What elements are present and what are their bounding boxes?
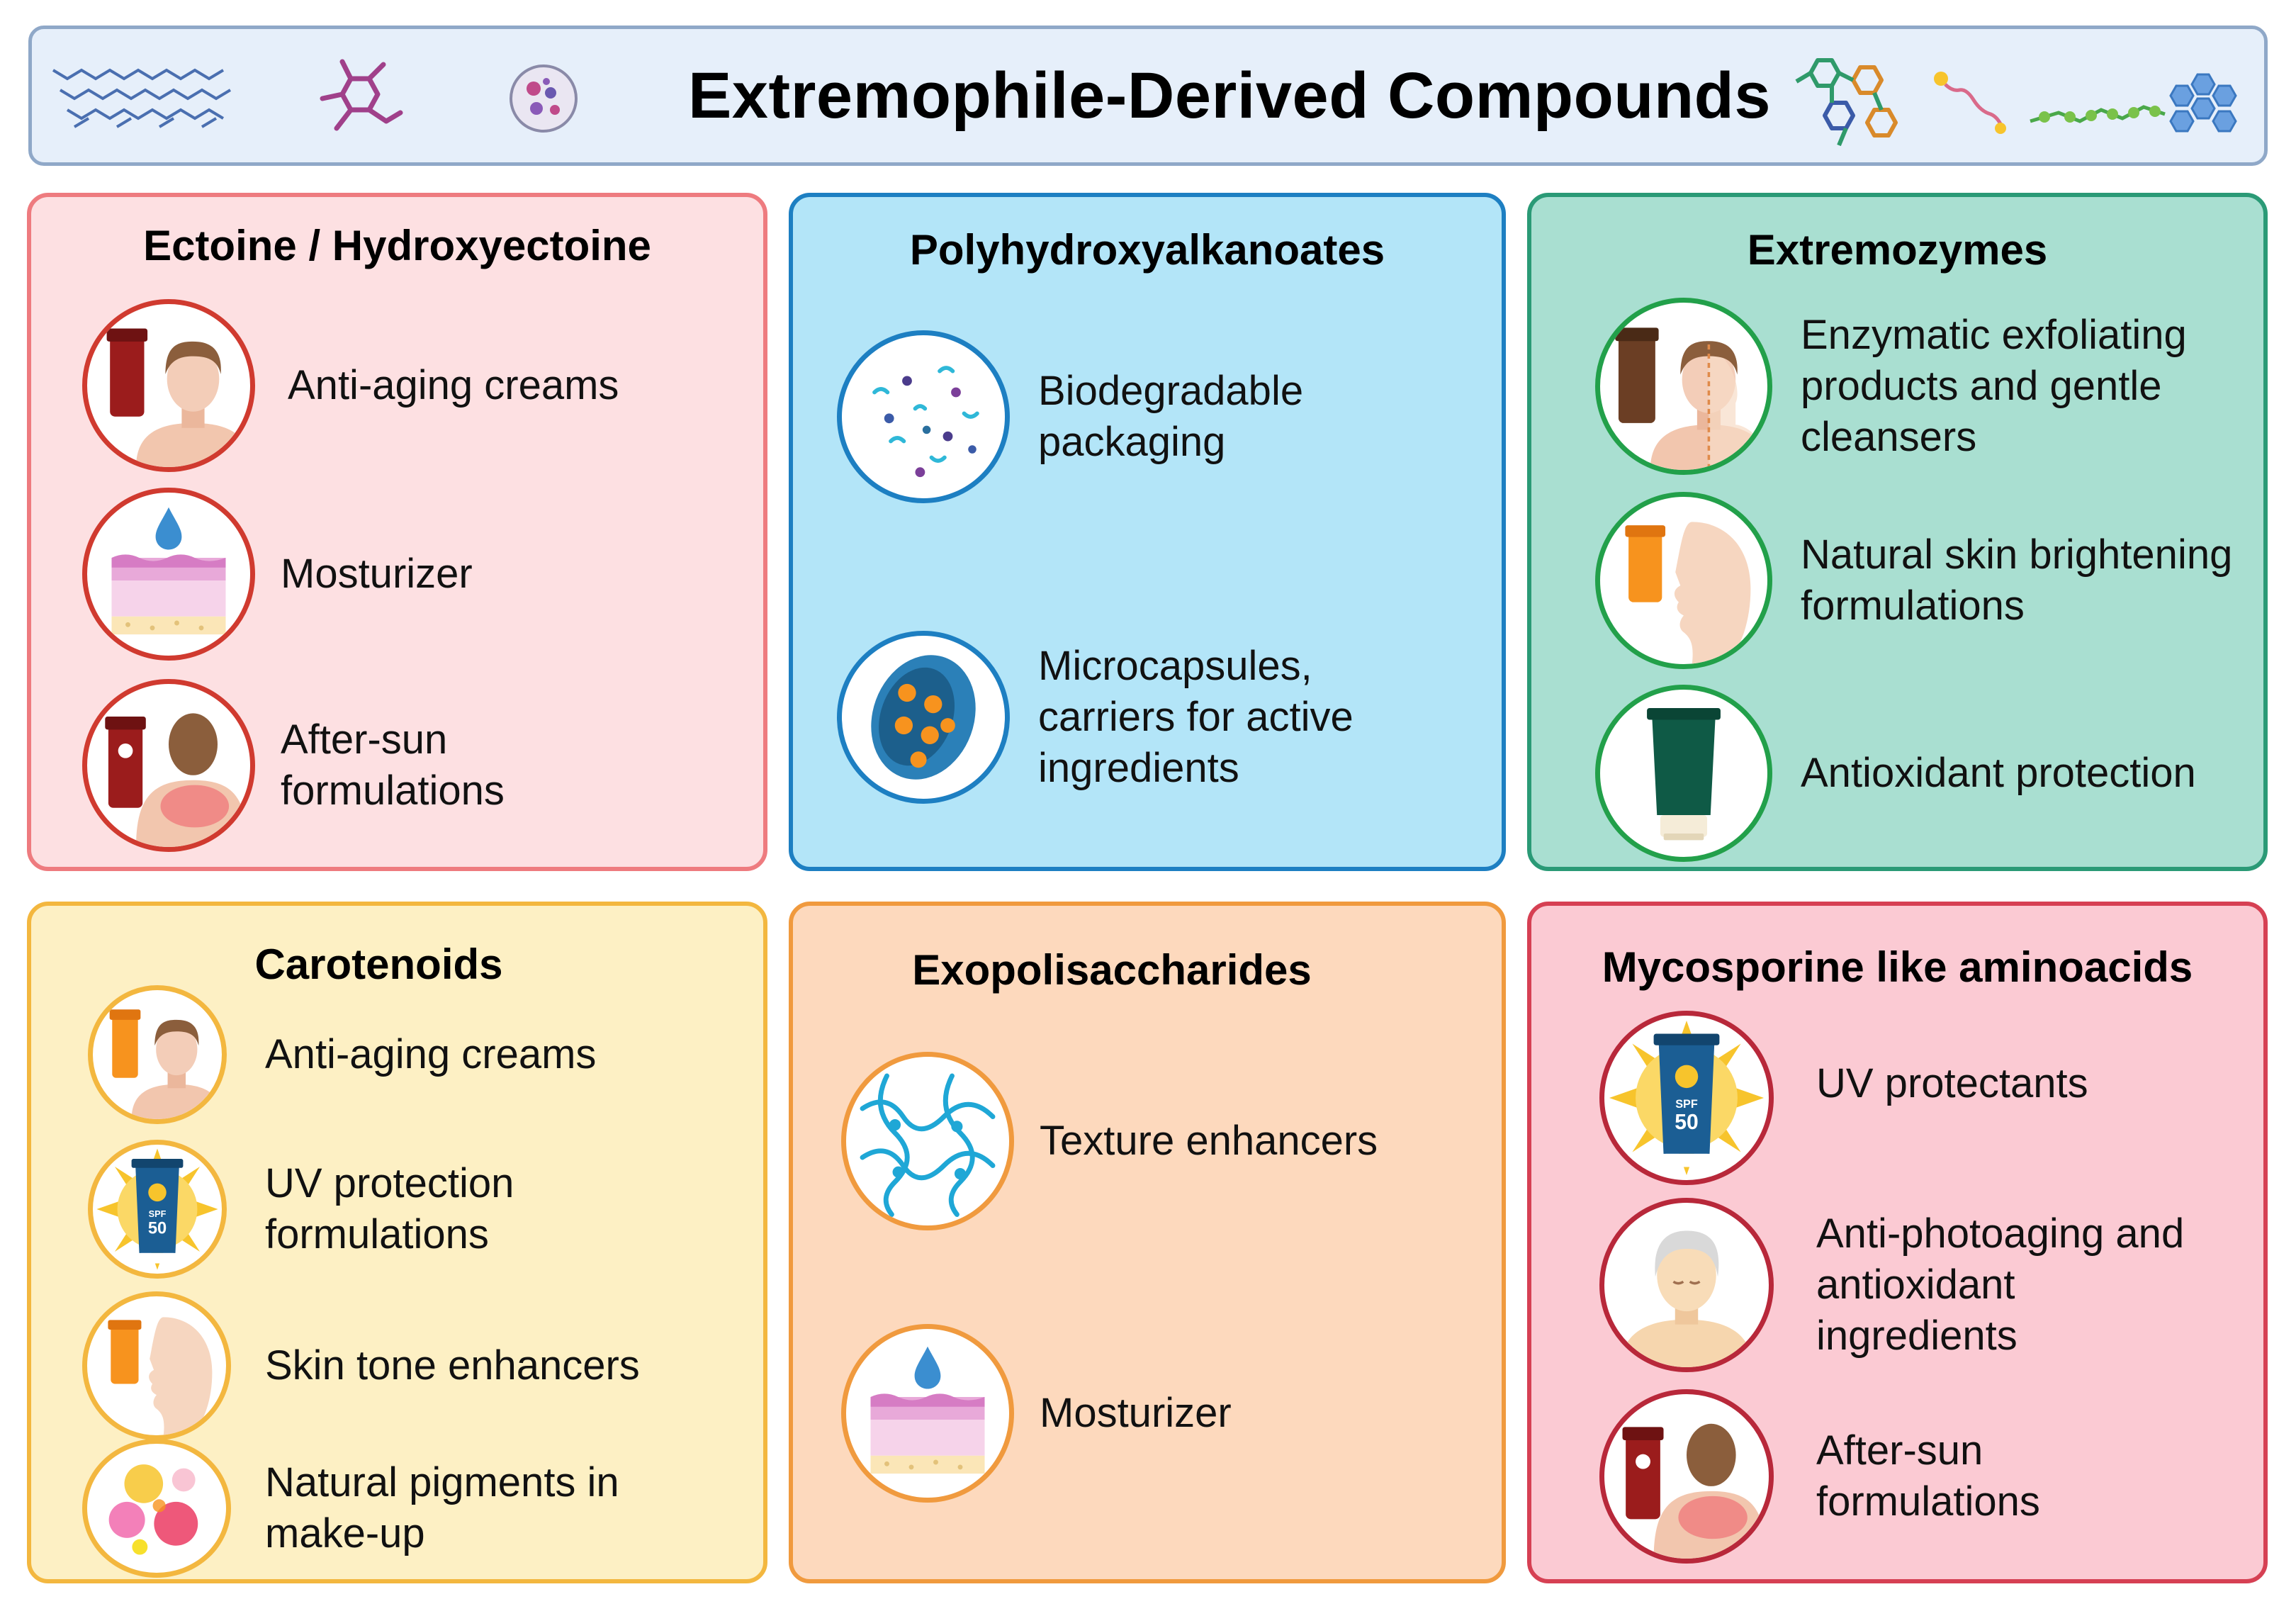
- list-item: Enzymatic exfoliating products and gentl…: [1595, 298, 2187, 475]
- sunburned-back-icon: [82, 679, 255, 852]
- sunburned-back-icon: [1599, 1389, 1774, 1564]
- sunscreen-spf50-icon: [88, 1140, 227, 1279]
- color-pigments-icon: [82, 1439, 231, 1578]
- panel-exopolisaccharides: Exopolisaccharides Texture enhancers Mos…: [789, 902, 1506, 1583]
- item-label: Anti-aging creams: [288, 362, 619, 409]
- list-item: Mosturizer: [841, 1324, 1232, 1503]
- panel-title: Mycosporine like aminoacids: [1602, 943, 2193, 991]
- microplastic-particles-icon: [837, 330, 1010, 503]
- list-item: Natural skin brightening formulations: [1595, 492, 2232, 669]
- list-item: Natural pigments in make-up: [82, 1439, 619, 1578]
- list-item: Skin tone enhancers: [82, 1291, 640, 1440]
- panel-title: Extremozymes: [1747, 226, 2048, 274]
- item-label: Antioxidant protection: [1801, 750, 2196, 797]
- item-label: Mosturizer: [1040, 1390, 1232, 1437]
- item-label: After-sun formulations: [281, 717, 505, 814]
- panel-carotenoids: Carotenoids Anti-aging creams UV protect…: [27, 902, 767, 1583]
- face-with-cream-tube-icon: [82, 299, 255, 472]
- list-item: After-sun formulations: [82, 679, 505, 852]
- panel-title: Exopolisaccharides: [912, 946, 1312, 994]
- face-profile-cream-icon: [1595, 492, 1772, 669]
- item-label: Mosturizer: [281, 551, 473, 597]
- molecule-network-icon: [1795, 58, 1898, 147]
- cell-icon: [510, 64, 578, 133]
- item-label: Enzymatic exfoliating products and gentl…: [1801, 312, 2187, 460]
- panel-mycosporine-like-aminoacids: Mycosporine like aminoacids UV protectan…: [1527, 902, 2268, 1583]
- skin-layer-droplet-icon: [841, 1324, 1014, 1503]
- panel-title: Carotenoids: [254, 941, 503, 988]
- elderly-face-icon: [1599, 1198, 1774, 1372]
- list-item: UV protection formulations: [88, 1140, 514, 1279]
- panel-polyhydroxyalkanoates: Polyhydroxyalkanoates Biodegradable pack…: [789, 193, 1506, 871]
- list-item: Texture enhancers: [841, 1052, 1378, 1230]
- polymer-chain-icon: [52, 68, 232, 128]
- list-item: Anti-aging creams: [88, 985, 596, 1124]
- molecule-structure-icon: [320, 59, 403, 131]
- panel-ectoine: Ectoine / Hydroxyectoine Anti-aging crea…: [27, 193, 767, 871]
- item-label: Biodegradable packaging: [1038, 368, 1304, 465]
- item-label: Natural skin brightening formulations: [1801, 532, 2233, 629]
- polymer-network-icon: [841, 1052, 1014, 1230]
- item-label: UV protectants: [1816, 1060, 2088, 1107]
- half-face-exfoliation-icon: [1595, 298, 1772, 475]
- item-label: Anti-aging creams: [265, 1031, 597, 1078]
- list-item: After-sun formulations: [1599, 1389, 2040, 1564]
- microcapsule-icon: [837, 631, 1010, 804]
- lipid-chain-icon: [1934, 72, 2006, 134]
- list-item: Antioxidant protection: [1595, 685, 2196, 862]
- item-label: Anti-photoaging and antioxidant ingredie…: [1816, 1211, 2185, 1359]
- face-profile-cream-icon: [82, 1291, 231, 1440]
- skin-layer-droplet-icon: [82, 488, 255, 661]
- list-item: Microcapsules, carriers for active ingre…: [837, 631, 1354, 804]
- panel-extremozymes: Extremozymes Enzymatic exfoliating produ…: [1527, 193, 2268, 871]
- item-label: Texture enhancers: [1040, 1118, 1378, 1165]
- sunscreen-spf50-icon: [1599, 1011, 1774, 1185]
- list-item: Anti-aging creams: [82, 299, 619, 472]
- green-tube-icon: [1595, 685, 1772, 862]
- item-label: UV protection formulations: [265, 1160, 514, 1257]
- item-label: Microcapsules, carriers for active ingre…: [1038, 643, 1354, 791]
- item-label: After-sun formulations: [1816, 1427, 2040, 1525]
- face-with-cream-tube-icon: [88, 985, 227, 1124]
- title-banner: Extremophile-Derived Compounds: [28, 26, 2268, 166]
- list-item: UV protectants: [1599, 1011, 2088, 1185]
- polysaccharide-chain-icon: [2030, 73, 2237, 133]
- item-label: Natural pigments in make-up: [265, 1459, 619, 1556]
- list-item: Mosturizer: [82, 488, 473, 661]
- list-item: Anti-photoaging and antioxidant ingredie…: [1599, 1198, 2184, 1372]
- page-title: Extremophile-Derived Compounds: [687, 59, 1772, 132]
- list-item: Biodegradable packaging: [837, 330, 1303, 503]
- item-label: Skin tone enhancers: [265, 1342, 640, 1389]
- panel-title: Ectoine / Hydroxyectoine: [143, 222, 651, 269]
- panel-title: Polyhydroxyalkanoates: [909, 226, 1385, 274]
